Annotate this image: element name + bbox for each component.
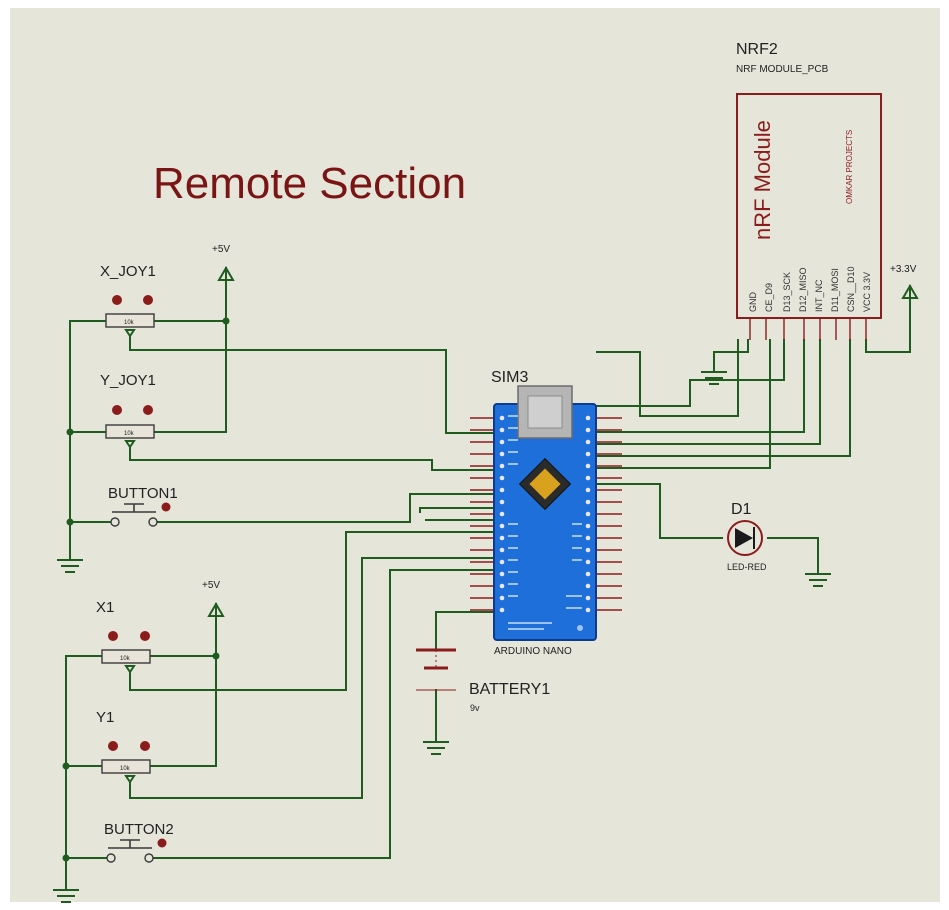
pot-value: 10k [120, 766, 131, 772]
power-label-33v: +3.3V [890, 264, 917, 275]
nano-left-pins [470, 417, 494, 611]
pushbutton-button1: BUTTON1 [108, 485, 178, 527]
ground-icon [57, 547, 83, 573]
nano-silkscreen [508, 415, 583, 631]
label-x-joy1: X_JOY1 [100, 263, 156, 280]
nrf-pin-label: D13_SCK [782, 272, 792, 312]
battery1: BATTERY1 9v [416, 648, 550, 713]
potentiometer-y1: 10k Y1 [96, 709, 151, 784]
label-x1: X1 [96, 599, 114, 616]
power-label-5v-top: +5V [212, 244, 230, 255]
ground-symbols [53, 365, 831, 903]
label-battery-value: 9v [470, 703, 480, 713]
power-5v-bottom: +5V [202, 580, 225, 621]
label-sim3: SIM3 [491, 369, 528, 386]
label-nrf-subtitle: NRF MODULE_PCB [736, 64, 829, 75]
nrf-pin-label: VCC 3.3V [862, 272, 872, 312]
potentiometer-x-joy1: 10k X_JOY1 [100, 263, 156, 338]
ground-icon [423, 737, 449, 755]
nano-chip [518, 457, 572, 511]
nrf-pin-label: CSN__D10 [846, 266, 856, 312]
power-label-5v-bottom: +5V [202, 580, 220, 591]
junctions [62, 317, 230, 862]
power-5v-top: +5V [212, 244, 235, 286]
label-arduino-nano: ARDUINO NANO [494, 646, 572, 657]
nrf-pin-label: GND [748, 292, 758, 313]
pot-value: 10k [124, 431, 135, 437]
potentiometer-y-joy1: 10k Y_JOY1 [100, 372, 156, 449]
led-d1: D1 LED-RED [727, 501, 767, 572]
ground-icon [53, 881, 79, 903]
pot-value: 10k [124, 320, 135, 326]
nano-right-pins [596, 417, 622, 611]
label-nrf2: NRF2 [736, 41, 778, 58]
arduino-nano-board: SIM3 ARDUINO NANO [470, 369, 622, 657]
pushbutton-button2: BUTTON2 [104, 821, 174, 863]
label-battery1: BATTERY1 [469, 681, 550, 698]
power-33v: +3.3V [890, 264, 919, 301]
nrf-pin-labels: GND CE_D9 D13_SCK D12_MISO INT_NC D11_MO… [748, 266, 872, 312]
label-led-red: LED-RED [727, 562, 767, 572]
label-button2: BUTTON2 [104, 821, 174, 838]
wires [65, 284, 911, 883]
nrf-pin-label: INT_NC [814, 279, 824, 312]
label-d1: D1 [731, 501, 752, 518]
potentiometer-x1: 10k X1 [96, 599, 151, 674]
nrf-pin-label: D11_MOSI [830, 268, 840, 312]
nrf-module-title: nRF Module [750, 120, 775, 240]
nrf-pin-label: D12_MISO [798, 267, 808, 312]
nrf-vendor: OMKAR PROJECTS [845, 130, 854, 204]
nano-pin-pads [499, 415, 591, 613]
nrf-pin-label: CE_D9 [764, 283, 774, 312]
label-y1: Y1 [96, 709, 114, 726]
label-button1: BUTTON1 [108, 485, 178, 502]
nrf-pins [749, 318, 867, 340]
ground-icon [805, 569, 831, 587]
ground-icon [701, 365, 727, 385]
label-y-joy1: Y_JOY1 [100, 372, 156, 389]
nrf-module: NRF2 NRF MODULE_PCB nRF Module OMKAR PRO… [736, 41, 882, 340]
pot-value: 10k [120, 656, 131, 662]
page-title: Remote Section [153, 159, 466, 208]
